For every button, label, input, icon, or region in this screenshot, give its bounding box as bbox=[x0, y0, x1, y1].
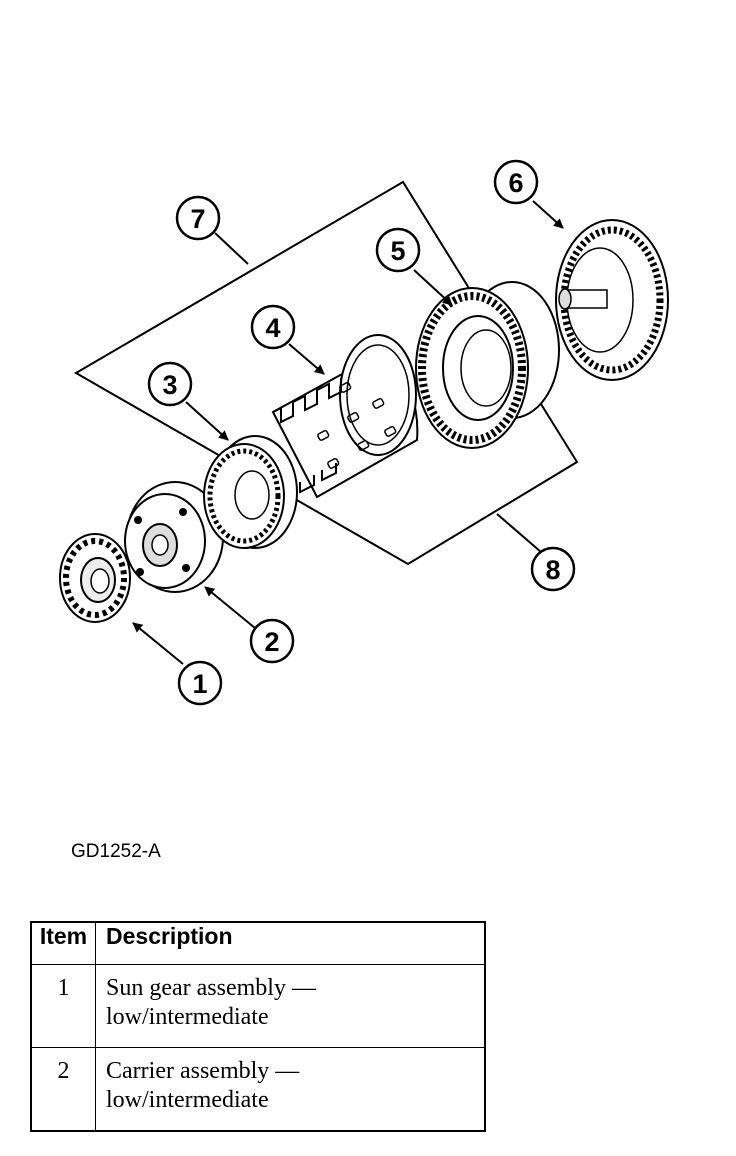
svg-text:7: 7 bbox=[190, 204, 205, 234]
item-number: 2 bbox=[30, 1047, 96, 1132]
output-gear-part bbox=[555, 219, 669, 381]
figure-code: GD1252-A bbox=[71, 841, 161, 862]
callout-2: 2 bbox=[249, 618, 295, 664]
callout-1: 1 bbox=[177, 660, 223, 706]
callout-7: 7 bbox=[175, 195, 221, 241]
item-number: 1 bbox=[30, 964, 96, 1048]
exploded-gear-diagram: 1 2 3 4 5 6 7 8 bbox=[59, 159, 669, 706]
table-row: 2 Carrier assembly — low/intermediate bbox=[30, 1047, 486, 1132]
svg-text:4: 4 bbox=[265, 313, 280, 343]
leader-lines bbox=[132, 200, 564, 665]
header-description: Description bbox=[95, 921, 486, 965]
callout-3: 3 bbox=[147, 361, 193, 407]
table-row: 1 Sun gear assembly — low/intermediate bbox=[30, 964, 486, 1048]
callout-5: 5 bbox=[375, 227, 421, 273]
svg-text:1: 1 bbox=[192, 669, 207, 699]
svg-text:3: 3 bbox=[162, 370, 177, 400]
svg-text:2: 2 bbox=[264, 627, 279, 657]
legend-table: Item Description 1 Sun gear assembly — l… bbox=[30, 921, 486, 1132]
sun-gear-part bbox=[59, 533, 131, 623]
callout-6: 6 bbox=[493, 159, 539, 205]
table-header-row: Item Description bbox=[30, 921, 486, 965]
description-line: low/intermediate bbox=[106, 1004, 269, 1030]
svg-text:8: 8 bbox=[545, 555, 560, 585]
ring-gear-part bbox=[203, 435, 298, 549]
description-line: Carrier assembly — bbox=[106, 1058, 300, 1084]
description-line: Sun gear assembly — bbox=[106, 975, 316, 1001]
clutch-drum-part bbox=[271, 334, 419, 499]
item-description: Sun gear assembly — low/intermediate bbox=[95, 964, 486, 1048]
svg-text:5: 5 bbox=[390, 236, 405, 266]
carrier-part bbox=[124, 481, 224, 593]
header-item: Item bbox=[30, 921, 96, 965]
callout-4: 4 bbox=[250, 304, 296, 350]
callout-8: 8 bbox=[530, 546, 576, 592]
svg-text:6: 6 bbox=[508, 168, 523, 198]
item-description: Carrier assembly — low/intermediate bbox=[95, 1047, 486, 1132]
description-line: low/intermediate bbox=[106, 1087, 269, 1113]
outer-gear-part bbox=[415, 281, 560, 449]
